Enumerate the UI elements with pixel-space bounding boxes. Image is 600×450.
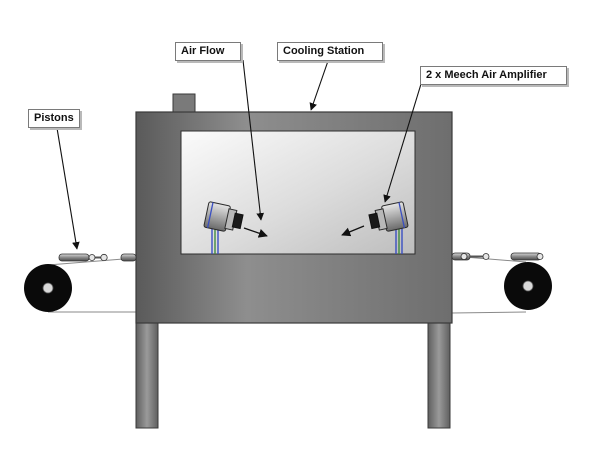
air-flow-label: Air Flow [175, 42, 241, 61]
amplifier-pointer [383, 83, 422, 203]
exhaust-vent [172, 93, 196, 114]
cooling-station-pointer [309, 60, 329, 111]
cooling-station-label: Cooling Station [277, 42, 383, 61]
left-leg [135, 322, 159, 429]
callout-pointers [56, 59, 422, 250]
pistons-left [58, 253, 137, 262]
right-leg [427, 322, 451, 429]
pistons-right [451, 252, 544, 261]
pistons-label: Pistons [28, 109, 80, 128]
roller-right [504, 262, 552, 310]
air-flow-arrow-right [341, 225, 365, 237]
station-window [180, 130, 416, 255]
air-amplifier-label: 2 x Meech Air Amplifier [420, 66, 567, 85]
air-flow-pointer [242, 59, 265, 221]
pistons-pointer [56, 127, 80, 250]
roller-left [24, 264, 72, 312]
air-flow-arrow-left [243, 227, 268, 238]
air-amplifier-left [203, 201, 244, 232]
air-amplifier-right [368, 201, 409, 232]
air-hose-right [395, 228, 403, 254]
air-hose-left [211, 228, 219, 254]
